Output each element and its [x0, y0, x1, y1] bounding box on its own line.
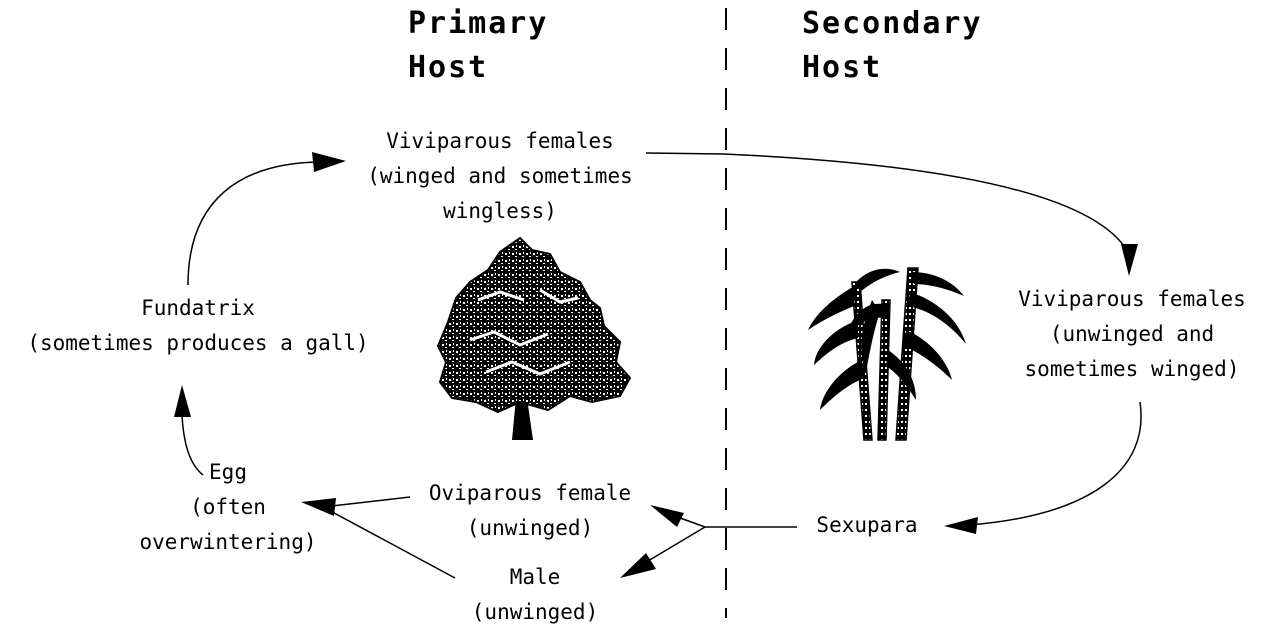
- viviparous-females-secondary-label: Viviparous females (unwinged and sometim…: [1000, 282, 1264, 387]
- viviparous-secondary-line-2: (unwinged and: [1000, 317, 1264, 352]
- arrow-viviparous-to-secondary: [646, 153, 1128, 252]
- oviparous-female-line-1: Oviparous female: [405, 476, 655, 511]
- primary-host-heading-line-1: Primary: [408, 2, 548, 46]
- grass-plant-icon: [808, 268, 966, 440]
- male-line-2: (unwinged): [445, 595, 625, 626]
- viviparous-primary-line-2: (winged and sometimes: [330, 159, 670, 194]
- egg-line-2: (often: [118, 490, 338, 525]
- broadleaf-tree-icon: [438, 238, 630, 440]
- oviparous-female-line-2: (unwinged): [405, 511, 655, 546]
- egg-line-3: overwintering): [118, 525, 338, 560]
- fundatrix-label: Fundatrix (sometimes produces a gall): [6, 291, 390, 361]
- arrowhead-male: [620, 553, 656, 578]
- arrowhead-oviparous-female: [650, 505, 684, 527]
- arrowhead-fundatrix: [174, 385, 191, 417]
- arrow-to-male: [648, 527, 705, 561]
- viviparous-secondary-line-3: sometimes winged): [1000, 352, 1264, 387]
- secondary-host-heading: Secondary Host: [802, 2, 983, 90]
- arrowhead-viviparous-secondary: [1121, 244, 1138, 276]
- viviparous-primary-line-1: Viviparous females: [330, 124, 670, 159]
- sexupara-line-1: Sexupara: [797, 508, 937, 543]
- arrowhead-sexupara: [944, 517, 978, 534]
- secondary-host-heading-line-2: Host: [802, 46, 983, 90]
- viviparous-primary-line-3: wingless): [330, 194, 670, 229]
- viviparous-females-primary-label: Viviparous females (winged and sometimes…: [330, 124, 670, 229]
- sexupara-label: Sexupara: [797, 508, 937, 543]
- primary-host-heading: Primary Host: [408, 2, 548, 90]
- male-line-1: Male: [445, 560, 625, 595]
- viviparous-secondary-line-1: Viviparous females: [1000, 282, 1264, 317]
- male-label: Male (unwinged): [445, 560, 625, 626]
- egg-label: Egg (often overwintering): [118, 455, 338, 560]
- fundatrix-line-2: (sometimes produces a gall): [6, 326, 390, 361]
- oviparous-female-label: Oviparous female (unwinged): [405, 476, 655, 546]
- arrow-viviparous-to-sexupara: [970, 402, 1141, 525]
- fundatrix-line-1: Fundatrix: [6, 291, 390, 326]
- primary-host-heading-line-2: Host: [408, 46, 548, 90]
- secondary-host-heading-line-1: Secondary: [802, 2, 983, 46]
- arrow-fundatrix-to-viviparous: [188, 162, 320, 285]
- egg-line-1: Egg: [118, 455, 338, 490]
